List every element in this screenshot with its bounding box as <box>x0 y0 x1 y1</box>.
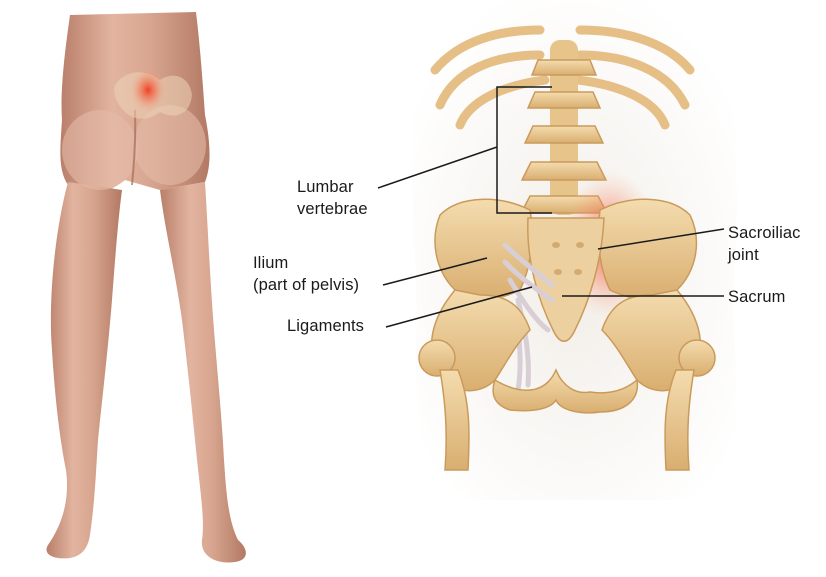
left-leg <box>47 182 122 558</box>
back-view-figure <box>47 12 246 563</box>
label-ligaments: Ligaments <box>287 315 364 337</box>
label-ilium: Ilium (part of pelvis) <box>253 252 359 296</box>
pelvis-skeleton-view <box>378 0 737 500</box>
label-sacrum: Sacrum <box>728 286 785 308</box>
ilium-left <box>435 199 532 299</box>
pain-highlight-back <box>130 68 166 112</box>
right-leg <box>160 182 246 563</box>
label-sacroiliac-joint: Sacroiliac joint <box>728 222 801 266</box>
label-lumbar-vertebrae: Lumbar vertebrae <box>297 176 368 220</box>
ilium-right <box>598 199 696 299</box>
